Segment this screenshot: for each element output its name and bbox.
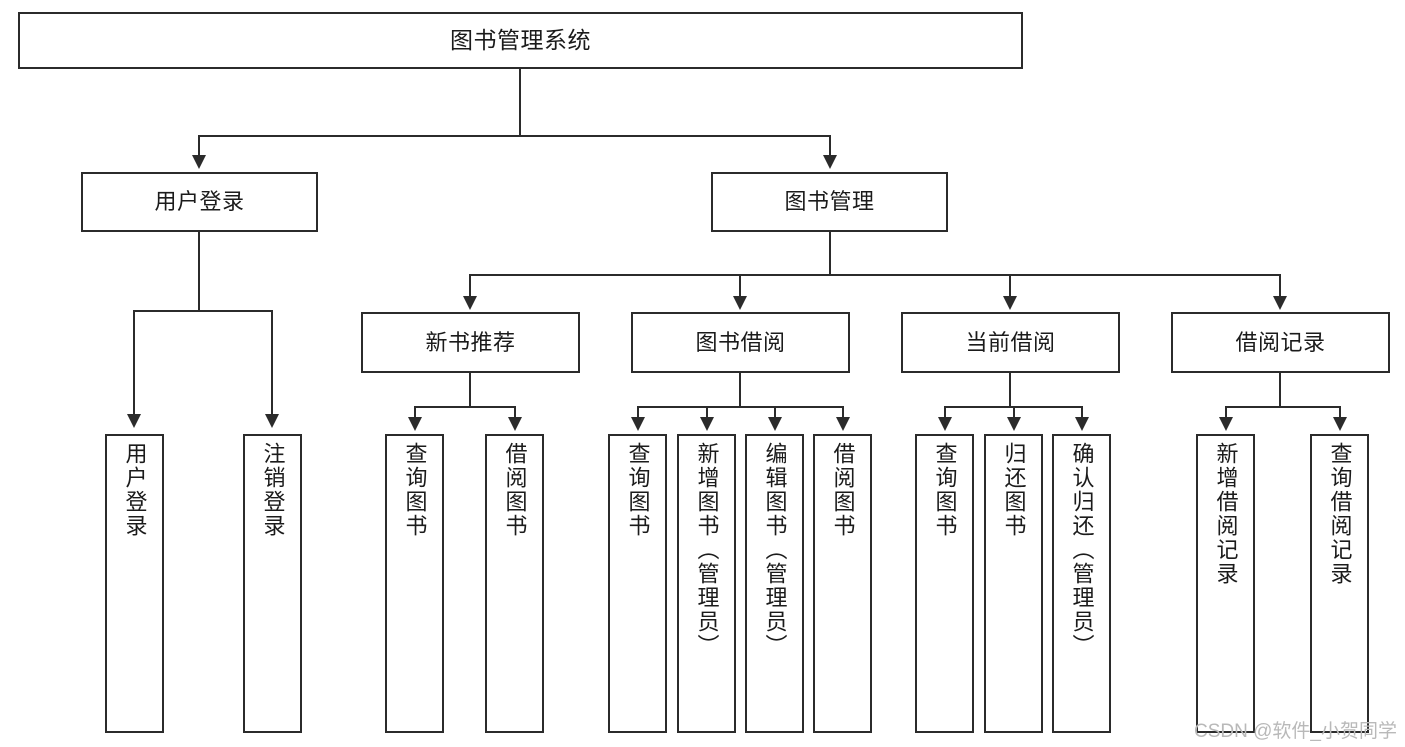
connector-current-borrow-leaf1 bbox=[944, 406, 946, 418]
leaf-label: 用户登录 bbox=[122, 442, 148, 538]
node-label: 图书管理 bbox=[784, 189, 875, 215]
node-current-borrow[interactable]: 当前借阅 bbox=[901, 312, 1120, 373]
connector-book-borrow-bus bbox=[637, 406, 843, 408]
connector-current-borrow-leaf3 bbox=[1081, 406, 1083, 418]
leaf-query-borrow-record[interactable]: 查询借阅记录 bbox=[1310, 434, 1369, 733]
connector-root-bus bbox=[198, 135, 831, 137]
connector-user-login-leaf1 bbox=[133, 310, 135, 416]
leaf-add-borrow-record[interactable]: 新增借阅记录 bbox=[1196, 434, 1255, 733]
connector-book-borrow-leaf2 bbox=[706, 406, 708, 418]
leaf-label: 查询图书 bbox=[402, 442, 428, 538]
csdn-watermark: CSDN @软件_小贺同学 bbox=[1194, 721, 1397, 742]
leaf-query-book-current[interactable]: 查询图书 bbox=[915, 434, 974, 733]
node-label: 借阅记录 bbox=[1235, 329, 1326, 355]
connector-new-book-leaf2 bbox=[514, 406, 516, 418]
connector-user-login-stem bbox=[198, 232, 200, 310]
connector-new-book-stem bbox=[469, 373, 471, 406]
connector-book-management-stem bbox=[829, 232, 831, 274]
arrowhead-user-login bbox=[192, 155, 206, 169]
connector-borrow-record-bus bbox=[1225, 406, 1340, 408]
connector-to-new-book bbox=[469, 274, 471, 298]
node-user-login[interactable]: 用户登录 bbox=[81, 172, 318, 232]
arrowhead-borrow-record bbox=[1273, 296, 1287, 310]
arrowhead-leaf-borrow-book-1 bbox=[508, 417, 522, 431]
connector-new-book-bus bbox=[414, 406, 515, 408]
leaf-user-login[interactable]: 用户登录 bbox=[105, 434, 164, 733]
connector-borrow-record-leaf2 bbox=[1339, 406, 1341, 418]
leaf-borrow-book[interactable]: 借阅图书 bbox=[813, 434, 872, 733]
connector-user-login-leaf2 bbox=[271, 310, 273, 416]
leaf-label: 查询图书 bbox=[625, 442, 651, 538]
connector-book-borrow-leaf1 bbox=[637, 406, 639, 418]
connector-root-to-user-login bbox=[198, 135, 200, 157]
leaf-logout[interactable]: 注销登录 bbox=[243, 434, 302, 733]
node-book-management[interactable]: 图书管理 bbox=[711, 172, 948, 232]
leaf-label: 编辑图书（管理员） bbox=[762, 442, 788, 658]
node-book-borrow[interactable]: 图书借阅 bbox=[631, 312, 850, 373]
leaf-query-book-borrow[interactable]: 查询图书 bbox=[608, 434, 667, 733]
arrowhead-leaf-user-login bbox=[127, 414, 141, 428]
arrowhead-leaf-query-book-3 bbox=[938, 417, 952, 431]
node-new-book-recommend[interactable]: 新书推荐 bbox=[361, 312, 580, 373]
node-label: 当前借阅 bbox=[965, 329, 1056, 355]
leaf-label: 借阅图书 bbox=[502, 442, 528, 538]
leaf-label: 注销登录 bbox=[260, 442, 286, 538]
connector-root-stem bbox=[519, 69, 521, 135]
connector-book-borrow-leaf4 bbox=[842, 406, 844, 418]
leaf-label: 查询图书 bbox=[932, 442, 958, 538]
connector-level3-bus bbox=[469, 274, 1281, 276]
arrowhead-book-borrow bbox=[733, 296, 747, 310]
arrowhead-leaf-borrow-book-2 bbox=[836, 417, 850, 431]
connector-borrow-record-stem bbox=[1279, 373, 1281, 406]
connector-borrow-record-leaf1 bbox=[1225, 406, 1227, 418]
node-label: 图书管理系统 bbox=[450, 27, 591, 54]
node-root-book-management-system[interactable]: 图书管理系统 bbox=[18, 12, 1023, 69]
arrowhead-leaf-edit-book bbox=[768, 417, 782, 431]
leaf-label: 确认归还（管理员） bbox=[1069, 442, 1095, 658]
arrowhead-leaf-return-book bbox=[1007, 417, 1021, 431]
node-label: 新书推荐 bbox=[425, 329, 516, 355]
node-label: 用户登录 bbox=[154, 189, 245, 215]
connector-to-borrow-record bbox=[1279, 274, 1281, 298]
connector-current-borrow-bus bbox=[944, 406, 1081, 408]
leaf-return-book[interactable]: 归还图书 bbox=[984, 434, 1043, 733]
leaf-edit-book-admin[interactable]: 编辑图书（管理员） bbox=[745, 434, 804, 733]
arrowhead-leaf-confirm-return bbox=[1075, 417, 1089, 431]
leaf-label: 归还图书 bbox=[1001, 442, 1027, 538]
leaf-add-book-admin[interactable]: 新增图书（管理员） bbox=[677, 434, 736, 733]
connector-current-borrow-leaf2 bbox=[1013, 406, 1015, 418]
connector-user-login-bus bbox=[133, 310, 271, 312]
connector-new-book-leaf1 bbox=[414, 406, 416, 418]
leaf-confirm-return-admin[interactable]: 确认归还（管理员） bbox=[1052, 434, 1111, 733]
leaf-label: 新增图书（管理员） bbox=[694, 442, 720, 658]
arrowhead-leaf-query-record bbox=[1333, 417, 1347, 431]
arrowhead-leaf-logout bbox=[265, 414, 279, 428]
arrowhead-leaf-add-record bbox=[1219, 417, 1233, 431]
arrowhead-book-management bbox=[823, 155, 837, 169]
node-label: 图书借阅 bbox=[695, 329, 786, 355]
leaf-label: 新增借阅记录 bbox=[1213, 442, 1239, 586]
connector-to-current-borrow bbox=[1009, 274, 1011, 298]
leaf-borrow-book-recommend[interactable]: 借阅图书 bbox=[485, 434, 544, 733]
connector-root-to-book-management bbox=[829, 135, 831, 157]
arrowhead-leaf-query-book-1 bbox=[408, 417, 422, 431]
leaf-label: 借阅图书 bbox=[830, 442, 856, 538]
node-borrow-record[interactable]: 借阅记录 bbox=[1171, 312, 1390, 373]
connector-current-borrow-stem bbox=[1009, 373, 1011, 406]
connector-to-book-borrow bbox=[739, 274, 741, 298]
arrowhead-leaf-query-book-2 bbox=[631, 417, 645, 431]
arrowhead-current-borrow bbox=[1003, 296, 1017, 310]
connector-book-borrow-leaf3 bbox=[774, 406, 776, 418]
arrowhead-new-book-recommend bbox=[463, 296, 477, 310]
arrowhead-leaf-add-book bbox=[700, 417, 714, 431]
leaf-query-book-recommend[interactable]: 查询图书 bbox=[385, 434, 444, 733]
connector-book-borrow-stem bbox=[739, 373, 741, 406]
leaf-label: 查询借阅记录 bbox=[1327, 442, 1353, 586]
